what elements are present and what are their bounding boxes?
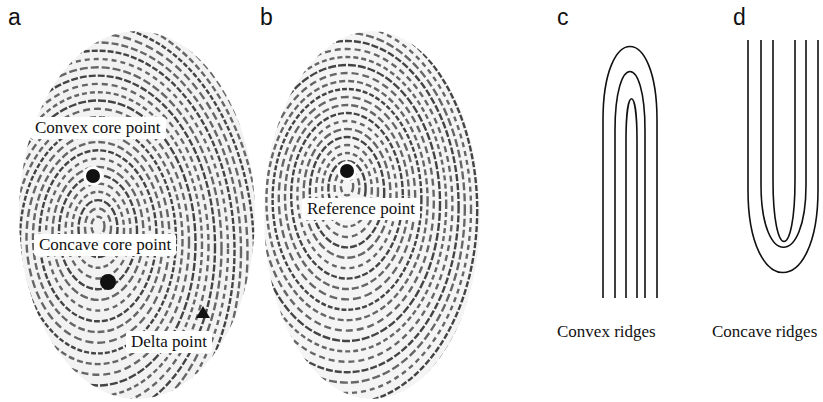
convex-core-dot <box>86 169 100 183</box>
caption-label: Concave ridges <box>712 322 817 342</box>
panel-letter: a <box>8 4 21 30</box>
delta-triangle <box>196 306 210 318</box>
panel-letter: d <box>733 4 746 30</box>
concave-ridges-sketch <box>748 40 818 273</box>
concave-core-dot <box>100 274 116 290</box>
point-label: Reference point <box>302 198 420 220</box>
core-halo <box>83 166 103 186</box>
panel-letter: b <box>260 4 273 30</box>
point-label: Convex core point <box>30 117 166 139</box>
point-label: Concave core point <box>34 234 176 256</box>
caption-label: Convex ridges <box>557 322 656 342</box>
point-label: Delta point <box>126 331 212 353</box>
convex-ridges-sketch <box>603 47 657 299</box>
panel-letter: c <box>557 4 569 30</box>
reference-dot <box>340 164 354 178</box>
reference-halo <box>337 161 357 181</box>
